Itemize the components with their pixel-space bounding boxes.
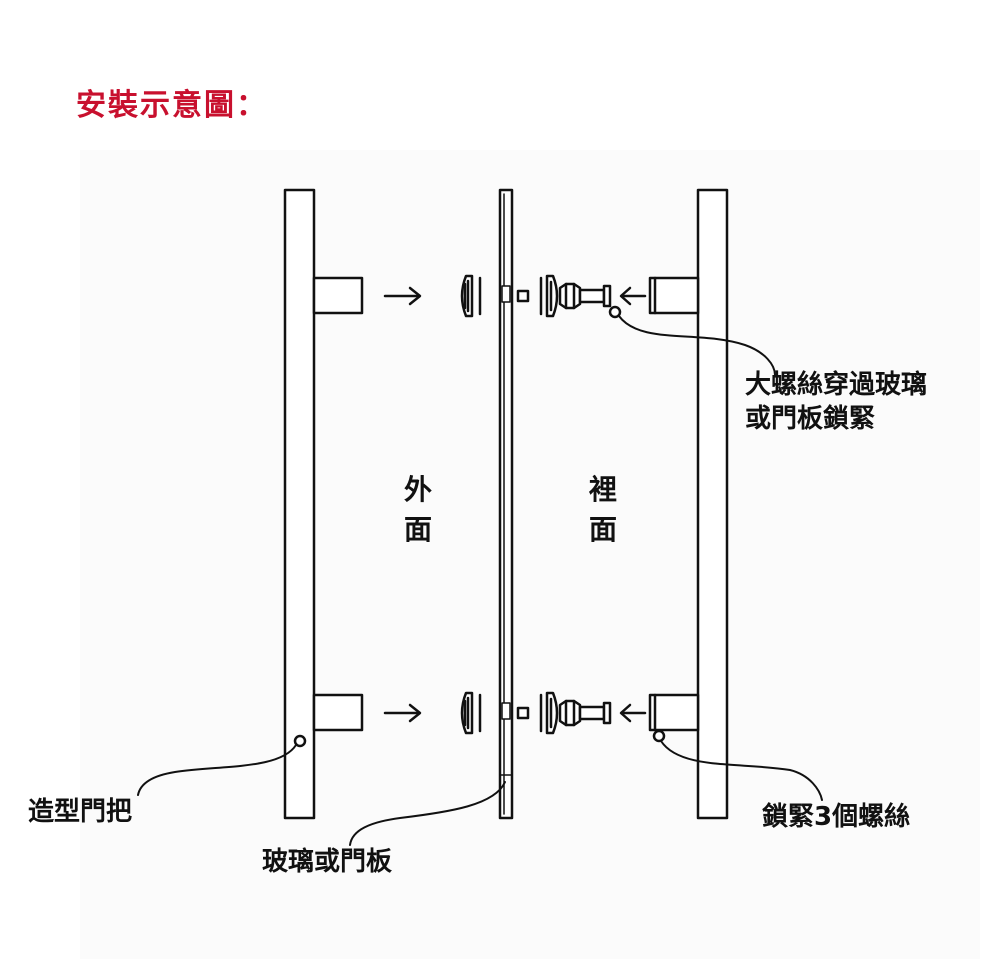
bolt-hole-bottom <box>516 706 530 720</box>
outside-label-char-1: 外 <box>403 473 432 506</box>
arrow-left-top <box>619 286 647 306</box>
callout-handle <box>137 734 307 796</box>
arrow-right-bottom <box>383 703 422 723</box>
arrow-left-bottom <box>619 703 647 723</box>
inside-label-char-1: 裡 <box>588 473 617 506</box>
outside-label-char-2: 面 <box>403 513 432 546</box>
bolt-hole-top <box>516 289 530 303</box>
glass-label: 玻璃或門板 <box>262 847 393 877</box>
handle-label: 造型門把 <box>28 797 133 827</box>
outer-cap-top <box>460 274 482 318</box>
callout-big-screw <box>608 305 776 376</box>
outer-handle <box>283 188 364 820</box>
arrow-right-top <box>383 286 422 306</box>
outer-cap-bottom <box>460 691 482 735</box>
inner-handle <box>648 188 729 820</box>
inner-fitting-top <box>539 274 612 318</box>
big-screw-label-line-1: 大螺絲穿過玻璃 <box>745 370 928 400</box>
outside-label: 外 面 <box>398 470 438 550</box>
inside-label-char-2: 面 <box>588 513 617 546</box>
diagram-title: 安裝示意圖： <box>76 88 268 123</box>
callout-lock-screws <box>652 729 823 801</box>
diagram-backdrop <box>80 150 980 959</box>
big-screw-label: 大螺絲穿過玻璃 或門板鎖緊 <box>745 368 927 436</box>
glass-panel <box>498 188 514 820</box>
lock-screws-label: 鎖緊3個螺絲 <box>762 802 911 832</box>
callout-glass <box>349 781 506 846</box>
inside-label: 裡 面 <box>583 470 623 550</box>
big-screw-label-line-2: 或門板鎖緊 <box>745 404 876 434</box>
inner-fitting-bottom <box>539 691 612 735</box>
